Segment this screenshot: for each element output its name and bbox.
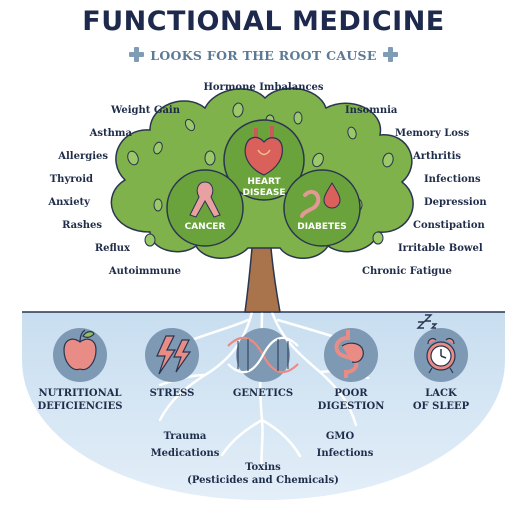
alarm-clock-icon (426, 338, 456, 374)
root-label-toxins: Toxins (Pesticides and Chemicals) (187, 462, 339, 486)
symptom-label: Anxiety (48, 197, 90, 208)
cause-label: POOR DIGESTION (317, 388, 385, 412)
stomach-icon (334, 330, 364, 378)
blood-drop-icon (300, 182, 341, 218)
medical-cross-icon (382, 47, 398, 62)
cause-label: STRESS (149, 388, 195, 399)
symptom-label: Depression (424, 197, 487, 208)
dna-icon (227, 336, 299, 374)
symptom-label: Arthritis (413, 151, 462, 162)
symptom-label: Allergies (58, 151, 108, 162)
symptom-label: Autoimmune (108, 266, 181, 277)
lightning-icon (156, 335, 192, 375)
root-label-infections: Infections (316, 448, 374, 459)
root-label-trauma: Trauma (163, 431, 207, 442)
symptom-label: Irritable Bowel (398, 243, 483, 254)
symptom-label: Rashes (62, 220, 102, 231)
ribbon-icon (189, 181, 221, 218)
subtitle-row: LOOKS FOR THE ROOT CAUSE (0, 47, 527, 63)
symptom-label: Thyroid (49, 174, 93, 185)
subtitle: LOOKS FOR THE ROOT CAUSE (150, 48, 377, 63)
diabetes-circle (283, 169, 361, 247)
soil-area (22, 312, 505, 500)
cancer-circle (166, 169, 244, 247)
symptom-label: Infections (424, 174, 481, 185)
apple-icon (63, 329, 97, 371)
symptom-label: Asthma (89, 128, 132, 139)
root-label-medications: Medications (150, 448, 220, 459)
heart-disease-label: HEART DISEASE (242, 177, 286, 198)
page-title: FUNCTIONAL MEDICINE (82, 6, 445, 37)
zzz-icon (416, 314, 438, 329)
symptom-label: Reflux (94, 243, 130, 254)
heart-icon (244, 126, 283, 176)
symptom-label-top: Hormone Imbalances (203, 82, 324, 93)
cancer-label: CANCER (184, 222, 226, 232)
diabetes-label: DIABETES (297, 222, 347, 232)
symptom-label: Constipation (413, 220, 485, 231)
cause-label: NUTRITIONAL DEFICIENCIES (37, 388, 123, 412)
symptom-label: Weight Gain (110, 105, 180, 116)
cause-label: LACK OF SLEEP (412, 388, 470, 412)
symptom-label: Insomnia (345, 105, 398, 116)
cause-label: GENETICS (232, 388, 294, 399)
symptom-label: Chronic Fatigue (362, 266, 452, 277)
root-label-gmo: GMO (325, 431, 355, 442)
symptom-label: Memory Loss (395, 128, 470, 139)
medical-cross-icon (129, 47, 145, 62)
